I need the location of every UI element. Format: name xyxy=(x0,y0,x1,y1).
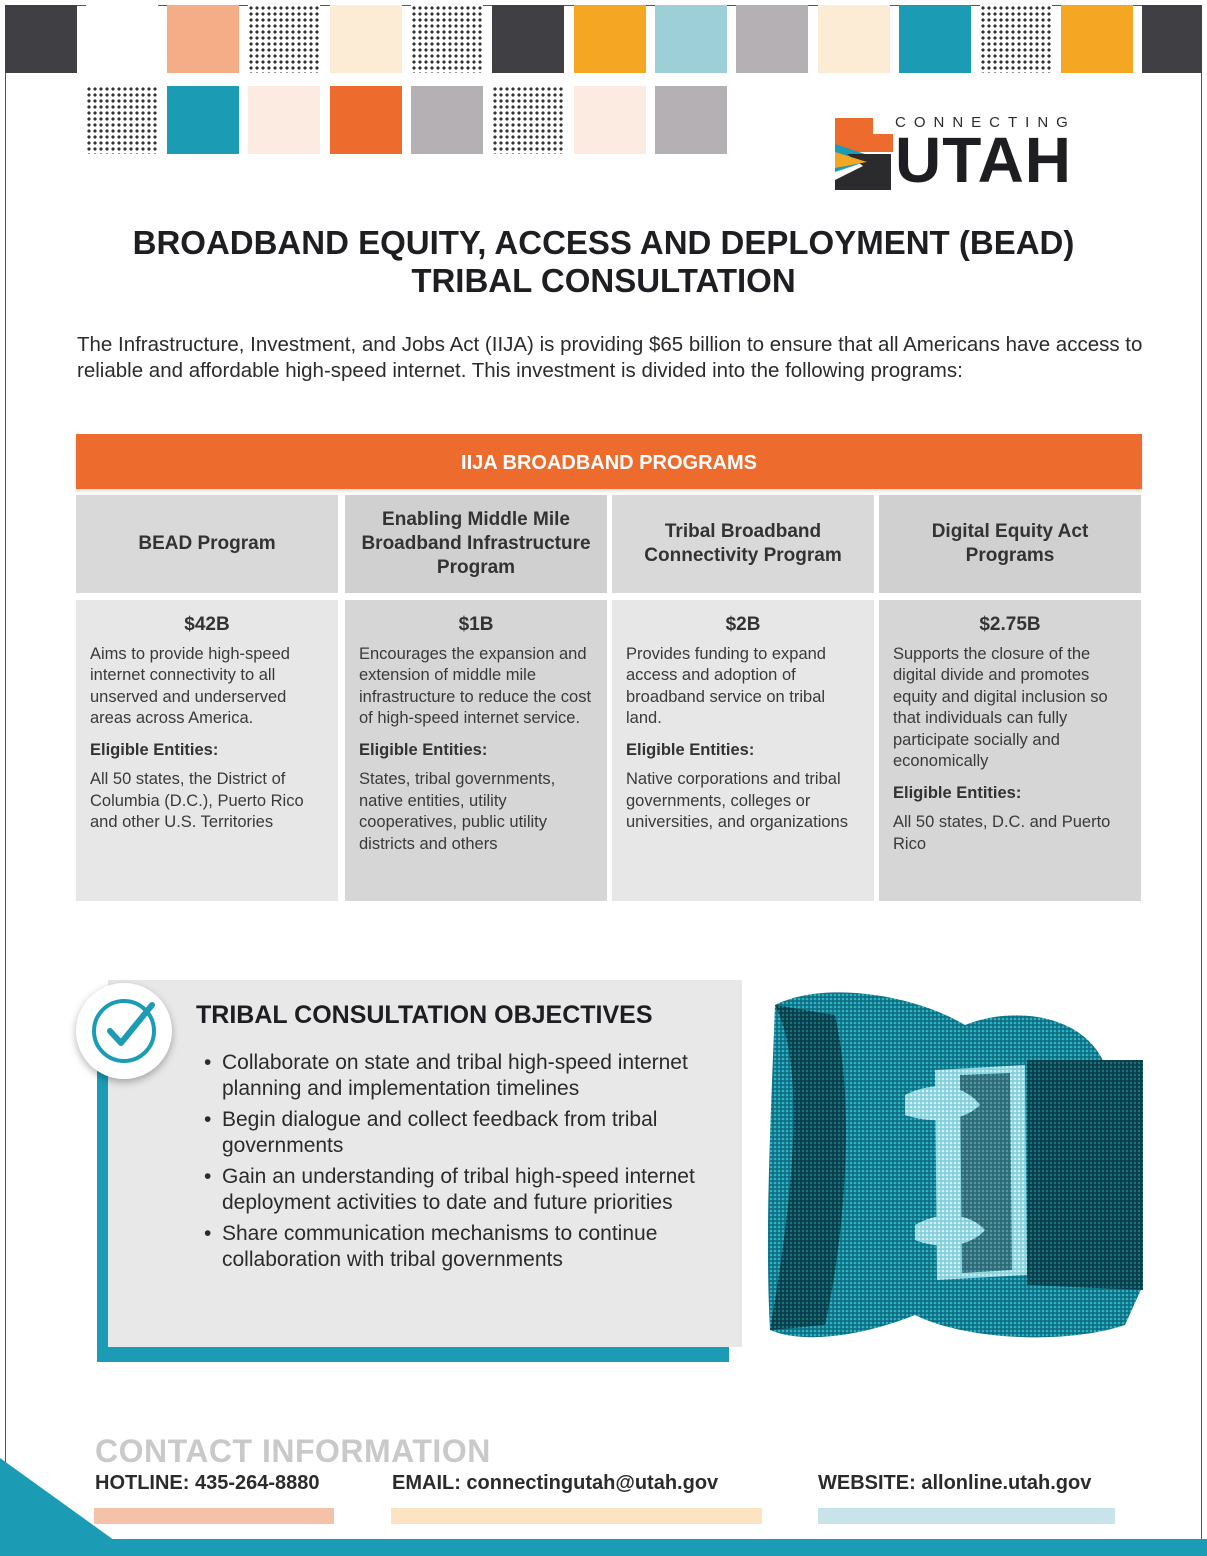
tile xyxy=(492,5,564,73)
eligible-entities-text: Native corporations and tribal governmen… xyxy=(626,770,848,831)
program-name: Tribal Broadband Connectivity Program xyxy=(612,495,874,593)
eligible-entities-text: All 50 states, D.C. and Puerto Rico xyxy=(893,813,1111,853)
tile xyxy=(411,86,483,154)
tile xyxy=(330,86,402,154)
eligible-entities-label: Eligible Entities: xyxy=(359,740,488,759)
program-details: $1B Encourages the expansion and extensi… xyxy=(345,600,607,901)
tile xyxy=(899,5,971,73)
laptop-photo xyxy=(767,992,1143,1338)
connecting-utah-logo: CONNECTING UTAH xyxy=(833,108,1103,192)
programs-header: IIJA BROADBAND PROGRAMS xyxy=(76,434,1142,489)
tile xyxy=(574,86,646,154)
hotline-text: HOTLINE: 435-264-8880 xyxy=(95,1472,320,1494)
tile xyxy=(818,5,890,73)
tile xyxy=(574,5,646,73)
program-description: Aims to provide high-speed internet conn… xyxy=(90,644,290,728)
checkmark-badge xyxy=(76,983,172,1079)
tile xyxy=(167,86,239,154)
program-amount: $2B xyxy=(725,614,761,635)
corner-accent xyxy=(0,1458,125,1556)
list-item: Begin dialogue and collect feedback from… xyxy=(204,1107,724,1159)
logo-big-text: UTAH xyxy=(895,124,1072,196)
eligible-entities-label: Eligible Entities: xyxy=(626,740,755,759)
tile xyxy=(736,5,808,73)
program-description: Encourages the expansion and extension o… xyxy=(359,644,592,728)
checkmark-icon xyxy=(92,999,156,1063)
contact-title: CONTACT INFORMATION xyxy=(95,1433,491,1469)
program-column: Enabling Middle Mile Broadband Infrastru… xyxy=(345,495,607,901)
program-column: BEAD Program $42B Aims to provide high-s… xyxy=(76,495,338,901)
tile xyxy=(86,86,158,154)
program-amount: $2.75B xyxy=(979,614,1041,635)
tile xyxy=(1061,5,1133,73)
eligible-entities-text: States, tribal governments, native entit… xyxy=(359,770,556,853)
bottom-strip xyxy=(0,1539,1207,1556)
program-details: $2.75B Supports the closure of the digit… xyxy=(879,600,1141,901)
website-text: WEBSITE: allonline.utah.gov xyxy=(818,1472,1092,1494)
program-column: Tribal Broadband Connectivity Program $2… xyxy=(612,495,874,901)
program-details: $42B Aims to provide high-speed internet… xyxy=(76,600,338,901)
objectives-title: TRIBAL CONSULTATION OBJECTIVES xyxy=(196,1001,653,1029)
title-line-1: BROADBAND EQUITY, ACCESS AND DEPLOYMENT … xyxy=(132,224,1075,261)
tile xyxy=(5,5,77,73)
tile xyxy=(86,5,158,73)
tile xyxy=(411,5,483,73)
email-text: EMAIL: connectingutah@utah.gov xyxy=(392,1472,719,1494)
eligible-entities-label: Eligible Entities: xyxy=(893,783,1022,802)
tile xyxy=(655,5,727,73)
tile xyxy=(980,5,1052,73)
tile xyxy=(492,86,564,154)
program-description: Supports the closure of the digital divi… xyxy=(893,644,1108,771)
eligible-entities-label: Eligible Entities: xyxy=(90,740,219,759)
tile xyxy=(167,5,239,73)
objectives-list: Collaborate on state and tribal high-spe… xyxy=(204,1050,724,1278)
title-line-2: TRIBAL CONSULTATION xyxy=(411,262,796,299)
list-item: Collaborate on state and tribal high-spe… xyxy=(204,1050,724,1102)
list-item: Share communication mechanisms to contin… xyxy=(204,1221,724,1273)
website-underline xyxy=(818,1508,1115,1524)
tile xyxy=(1142,5,1202,73)
logo-small-text: CONNECTING xyxy=(895,114,1076,131)
list-item: Gain an understanding of tribal high-spe… xyxy=(204,1164,724,1216)
program-details: $2B Provides funding to expand access an… xyxy=(612,600,874,901)
intro-paragraph: The Infrastructure, Investment, and Jobs… xyxy=(77,333,1143,382)
program-name: Enabling Middle Mile Broadband Infrastru… xyxy=(345,495,607,593)
program-name: BEAD Program xyxy=(76,495,338,593)
program-amount: $42B xyxy=(184,614,230,635)
utah-logo-mark-icon xyxy=(835,118,893,190)
tile xyxy=(330,5,402,73)
page-title: BROADBAND EQUITY, ACCESS AND DEPLOYMENT … xyxy=(0,224,1207,300)
hotline-underline xyxy=(94,1508,334,1524)
program-description: Provides funding to expand access and ad… xyxy=(626,644,826,728)
tile xyxy=(655,86,727,154)
program-column: Digital Equity Act Programs $2.75B Suppo… xyxy=(879,495,1141,901)
tile xyxy=(248,5,320,73)
program-amount: $1B xyxy=(458,614,494,635)
eligible-entities-text: All 50 states, the District of Columbia … xyxy=(90,770,304,831)
program-name: Digital Equity Act Programs xyxy=(879,495,1141,593)
email-underline xyxy=(391,1508,762,1524)
tile xyxy=(248,86,320,154)
